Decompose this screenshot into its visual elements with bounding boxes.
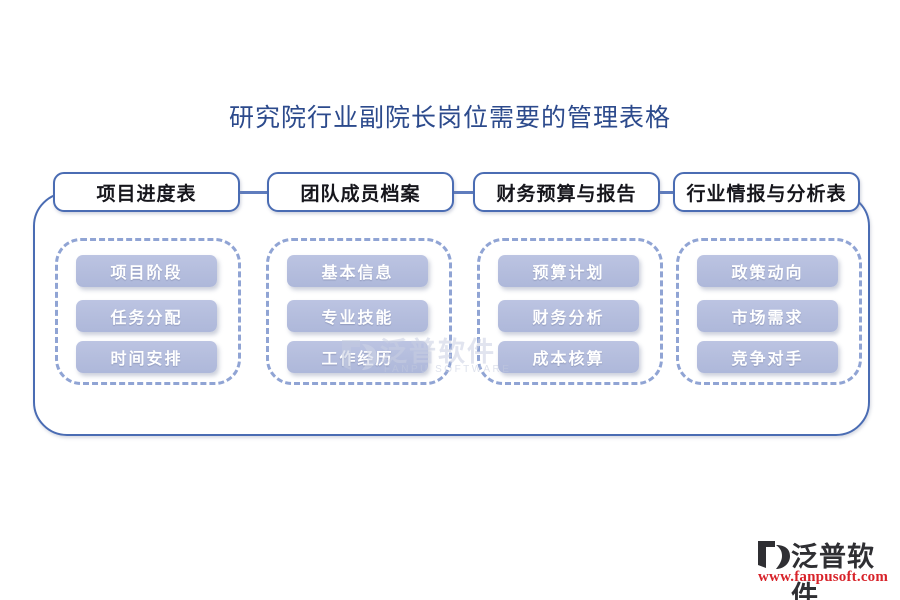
list-item-label: 任务分配 bbox=[110, 310, 183, 327]
list-item-label: 工作经历 bbox=[321, 351, 394, 368]
column-group-box bbox=[477, 238, 663, 385]
list-item[interactable]: 基本信息 bbox=[287, 255, 428, 287]
brand-logo-url: www.fanpusoft.com bbox=[758, 569, 889, 585]
list-item-label: 预算计划 bbox=[532, 265, 605, 282]
page-title: 研究院行业副院长岗位需要的管理表格 bbox=[228, 105, 671, 132]
column-group-box bbox=[55, 238, 241, 385]
list-item[interactable]: 竞争对手 bbox=[697, 341, 838, 373]
list-item[interactable]: 工作经历 bbox=[287, 341, 428, 373]
list-item[interactable]: 任务分配 bbox=[76, 300, 217, 332]
header-connector bbox=[240, 191, 273, 194]
list-item[interactable]: 预算计划 bbox=[498, 255, 639, 287]
column-header-finance-budget-report[interactable]: 财务预算与报告 bbox=[473, 172, 660, 212]
list-item-label: 财务分析 bbox=[532, 310, 605, 327]
list-item[interactable]: 成本核算 bbox=[498, 341, 639, 373]
list-item[interactable]: 政策动向 bbox=[697, 255, 838, 287]
column-header-label: 行业情报与分析表 bbox=[686, 183, 847, 205]
list-item[interactable]: 财务分析 bbox=[498, 300, 639, 332]
list-item[interactable]: 市场需求 bbox=[697, 300, 838, 332]
column-header-label: 财务预算与报告 bbox=[496, 183, 637, 205]
column-header-project-progress[interactable]: 项目进度表 bbox=[53, 172, 240, 212]
list-item-label: 成本核算 bbox=[532, 351, 605, 368]
column-header-label: 项目进度表 bbox=[96, 183, 197, 205]
header-connector bbox=[442, 191, 475, 194]
list-item-label: 项目阶段 bbox=[110, 265, 183, 282]
list-item-label: 政策动向 bbox=[731, 265, 804, 282]
column-header-label: 团队成员档案 bbox=[300, 183, 421, 205]
list-item[interactable]: 专业技能 bbox=[287, 300, 428, 332]
column-group-box bbox=[266, 238, 452, 385]
list-item-label: 基本信息 bbox=[321, 265, 394, 282]
list-item[interactable]: 项目阶段 bbox=[76, 255, 217, 287]
fanpu-mark-icon bbox=[757, 540, 791, 570]
brand-logo: 泛普软件 www.fanpusoft.com bbox=[757, 538, 893, 600]
column-header-team-member-files[interactable]: 团队成员档案 bbox=[267, 172, 454, 212]
column-header-industry-intel-analysis[interactable]: 行业情报与分析表 bbox=[673, 172, 860, 212]
list-item-label: 竞争对手 bbox=[731, 351, 804, 368]
list-item-label: 市场需求 bbox=[731, 310, 804, 327]
list-item[interactable]: 时间安排 bbox=[76, 341, 217, 373]
list-item-label: 专业技能 bbox=[321, 310, 394, 327]
brand-logo-name: 泛普软件 bbox=[791, 542, 875, 600]
list-item-label: 时间安排 bbox=[110, 351, 183, 368]
column-group-box bbox=[676, 238, 862, 385]
